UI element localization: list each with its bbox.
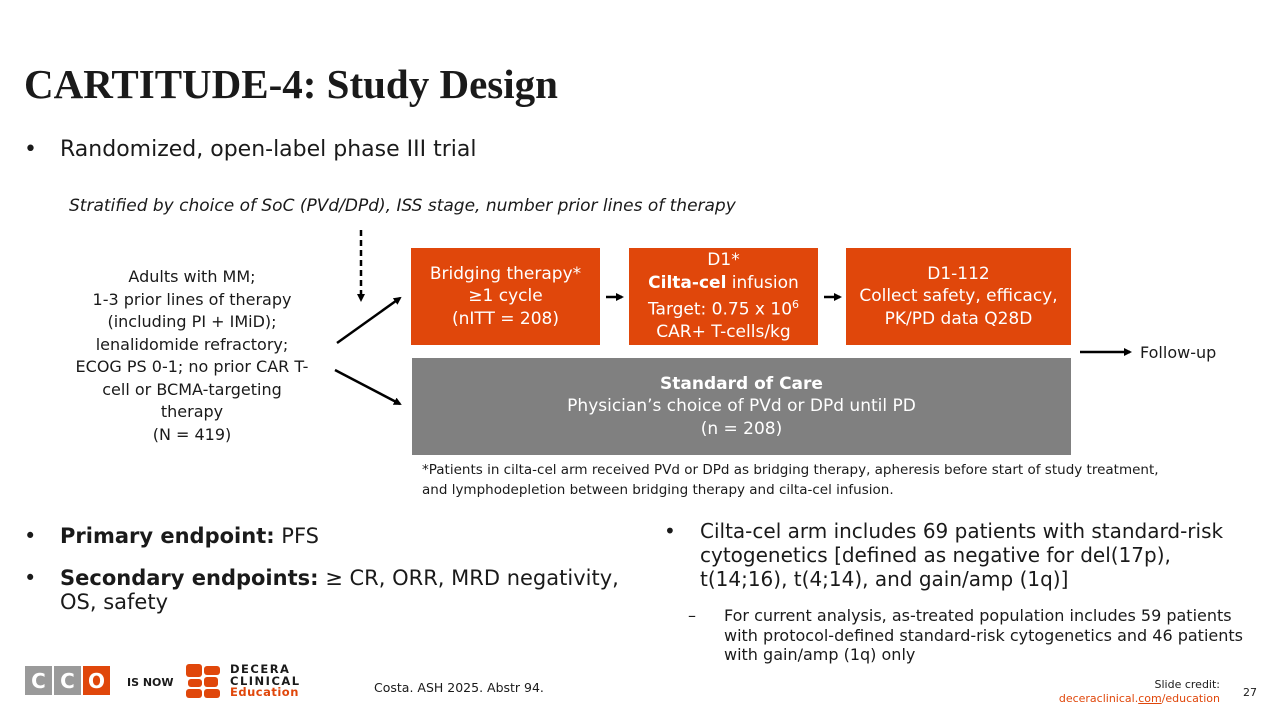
decera-line2: CLINICAL — [230, 673, 301, 688]
slide-title: CARTITUDE-4: Study Design — [24, 61, 558, 107]
secondary-endpoints: • Secondary endpoints: ≥ CR, ORR, MRD ne… — [24, 566, 660, 614]
collection-line3: PK/PD data Q28D — [884, 308, 1033, 329]
population-line: 1-3 prior lines of therapy — [92, 289, 292, 309]
bullet-dot: • — [664, 519, 676, 543]
soc-line2: Physician’s choice of PVd or DPd until P… — [567, 396, 916, 417]
infusion-line3: Target: 0.75 x 106 — [629, 294, 818, 321]
collection-line2: Collect safety, efficacy, — [859, 286, 1058, 307]
infusion-target: Target: 0.75 x 10 — [647, 299, 793, 320]
primary-endpoint: • Primary endpoint: PFS — [24, 524, 320, 548]
bullet-dot: • — [24, 524, 37, 548]
is-now-label: IS NOW — [127, 676, 174, 689]
infusion-exponent: 6 — [792, 298, 800, 312]
cco-letter: C — [54, 666, 81, 695]
footnote: *Patients in cilta-cel arm received PVd … — [422, 462, 1159, 498]
infusion-drug: Cilta-cel — [648, 272, 727, 293]
population-line: (N = 419) — [152, 424, 232, 444]
bullet-dot: • — [24, 566, 37, 590]
decera-logo-icon — [186, 664, 220, 698]
cco-letter: C — [25, 666, 52, 695]
infusion-line2: Cilta-cel infusion — [629, 272, 818, 295]
infusion-line4: CAR+ T-cells/kg — [656, 322, 791, 343]
page-number: 27 — [1243, 686, 1257, 699]
credit-url-part: deceraclinical. — [1058, 692, 1139, 705]
decera-line1: DECERA — [230, 662, 291, 676]
infusion-rest: infusion — [726, 272, 799, 293]
randomize-arrow-cilta — [336, 296, 402, 345]
bridging-therapy-box: Bridging therapy* ≥1 cycle (nITT = 208) — [411, 248, 600, 345]
primary-endpoint-value: PFS — [274, 524, 320, 548]
population-line: cell or BCMA-targeting — [102, 379, 282, 399]
secondary-endpoints-value: ≥ CR, ORR, MRD negativity, OS, safety — [60, 566, 619, 614]
bridging-line2: ≥1 cycle — [468, 286, 543, 307]
slide-credit-label: Slide credit: — [1154, 678, 1221, 691]
cytogenetics-bullet: • Cilta-cel arm includes 69 patients wit… — [664, 519, 1240, 591]
standard-of-care-box: Standard of Care Physician’s choice of P… — [412, 358, 1071, 455]
collection-line1: D1-112 — [927, 263, 990, 284]
analysis-text: For current analysis, as-treated populat… — [724, 606, 1243, 664]
population-line: therapy — [160, 402, 224, 421]
slide-credit-link[interactable]: deceraclinical.com/education — [1059, 692, 1220, 706]
infusion-line1: D1* — [707, 250, 740, 271]
randomize-arrow-soc — [334, 368, 402, 406]
secondary-endpoints-label: Secondary endpoints: — [60, 566, 319, 590]
data-collection-box: D1-112 Collect safety, efficacy, PK/PD d… — [846, 248, 1071, 345]
follow-up-label: Follow-up — [1140, 343, 1217, 362]
soc-line3: (n = 208) — [700, 418, 783, 439]
design-bullet: • Randomized, open-label phase III trial — [24, 137, 477, 162]
cco-logo: C C O — [25, 666, 110, 695]
credit-url-part: /education — [1161, 692, 1220, 705]
cco-letter: O — [83, 666, 110, 695]
design-text: Randomized, open-label phase III trial — [60, 137, 477, 162]
primary-endpoint-label: Primary endpoint: — [60, 524, 275, 548]
population-line: lenalidomide refractory; — [95, 334, 289, 354]
sub-bullet-dash: – — [688, 606, 696, 625]
bridging-line3: (nITT = 208) — [451, 308, 560, 329]
soc-title: Standard of Care — [660, 373, 823, 394]
bridging-line1: Bridging therapy* — [429, 263, 582, 284]
population-line: ECOG PS 0-1; no prior CAR T- — [75, 357, 309, 376]
cytogenetics-text: Cilta-cel arm includes 69 patients with … — [700, 519, 1224, 591]
bullet-dot: • — [24, 137, 37, 162]
population-box: Adults with MM; 1-3 prior lines of thera… — [52, 266, 332, 446]
population-line: Adults with MM; — [128, 267, 256, 286]
decera-line3: Education — [230, 685, 299, 699]
slide-credit: Slide credit: deceraclinical.com/educati… — [1059, 678, 1220, 706]
stratification-text: Stratified by choice of SoC (PVd/DPd), I… — [69, 196, 736, 216]
citation: Costa. ASH 2025. Abstr 94. — [374, 680, 544, 695]
population-line: (including PI + IMiD); — [107, 312, 277, 331]
cilta-cel-infusion-box: D1* Cilta-cel infusion Target: 0.75 x 10… — [629, 248, 818, 345]
analysis-sub-bullet: – For current analysis, as-treated popul… — [688, 606, 1244, 665]
credit-url-part: com — [1138, 692, 1162, 705]
decera-wordmark: DECERA CLINICAL Education — [230, 662, 301, 699]
